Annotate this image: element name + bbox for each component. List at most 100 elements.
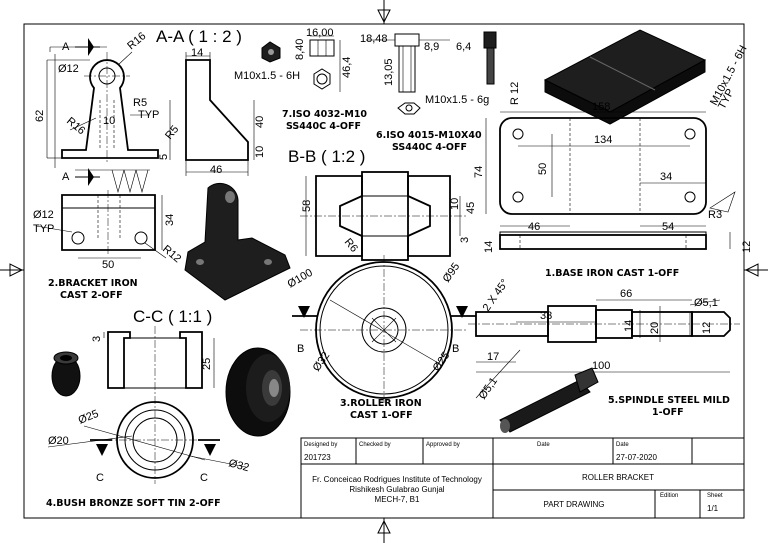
base-dim-14: 14 <box>483 241 495 253</box>
base-dim-12: 12 <box>741 241 753 253</box>
bush-dim-flange-dia: Ø25 <box>77 408 101 427</box>
bracket-dim-r16-left: R16 <box>64 115 87 137</box>
section-a-dim-top: 14 <box>191 47 203 59</box>
bush-cut-label-right: C <box>200 472 208 484</box>
bracket-section-aa <box>169 52 255 176</box>
bolt-dim-head-height: 8,9 <box>424 41 439 53</box>
base-top-view <box>485 111 707 215</box>
base-dim-hole-pitch-x: 134 <box>594 134 612 146</box>
roller-section-bb <box>300 171 466 261</box>
spindle-dim-100: 100 <box>592 360 610 372</box>
roller-part-label-1: 3.ROLLER IRON <box>340 398 422 409</box>
roller-cut-label-right: B <box>452 343 459 355</box>
bracket-top-dim-r12: R12 <box>160 243 183 265</box>
bracket-part-label-1: 2.BRACKET IRON <box>48 278 138 289</box>
tb-institute-line3: MECH-7, B1 <box>375 495 420 504</box>
bush-dim-flange: 3 <box>91 336 103 342</box>
nut-dim-thread: M10x1.5 - 6H <box>234 70 300 82</box>
tb-subtitle: PART DRAWING <box>543 500 604 509</box>
roller-dim-width: 58 <box>301 200 313 212</box>
bush-dim-length: 25 <box>201 358 213 370</box>
bolt-part-label-2: SS440C 4-OFF <box>392 142 467 153</box>
section-b-title: B-B ( 1:2 ) <box>288 147 365 166</box>
roller-dim-r6: R6 <box>342 236 360 254</box>
spindle-dim-chamfer: 2 X 45° <box>481 277 512 314</box>
roller-cut-label-left: B <box>297 343 304 355</box>
bolt-views <box>366 31 497 115</box>
spindle-dim-hole-top: Ø5,1 <box>694 297 718 309</box>
bracket-top-dim-depth: 34 <box>164 214 176 226</box>
bolt-dim-length: 13,05 <box>383 58 395 86</box>
bracket-dim-r16-top: R16 <box>125 30 148 52</box>
nut-dim-width: 16,00 <box>306 27 334 39</box>
tb-designed-by: 201723 <box>304 453 331 462</box>
base-dim-offset: 34 <box>660 171 672 183</box>
bolt-part-label-1: 6.ISO 4015-M10X40 <box>376 130 482 141</box>
spindle-dim-66: 66 <box>620 288 632 300</box>
bush-dim-bore-dia: Ø20 <box>48 435 69 447</box>
section-a-dim-rib: 40 <box>254 116 266 128</box>
section-a-dim-width: 46 <box>210 164 222 176</box>
bolt-dim-thread: M10x1.5 - 6g <box>425 94 489 106</box>
roller-front-view <box>292 255 476 405</box>
tb-institute-line2: Rishikesh Gulabrao Gunjal <box>349 485 444 494</box>
bracket-front-view <box>46 38 159 194</box>
tb-date-label: Date <box>537 442 550 448</box>
nut-part-label-1: 7.ISO 4032-M10 <box>282 109 367 120</box>
spindle-dim-33: 33 <box>540 310 552 322</box>
bracket-top-dim-hole: Ø12 <box>33 209 54 221</box>
base-dim-slot: 46 <box>528 221 540 233</box>
spindle-part-label-2: 1-OFF <box>652 407 684 418</box>
bush-3d-render <box>51 351 81 397</box>
roller-part-label-2: CAST 1-OFF <box>350 410 413 421</box>
base-3d-render <box>543 29 707 125</box>
bracket-dim-web: 10 <box>103 115 115 127</box>
bracket-dim-typ: TYP <box>138 109 159 121</box>
bolt-dim-head-width: 18,48 <box>360 33 388 45</box>
roller-dim-bore-inner: Ø25 <box>431 350 453 374</box>
spindle-part-label-1: 5.SPINDLE STEEL MILD <box>608 395 730 406</box>
bracket-top-view <box>35 190 167 259</box>
tb-date2-label: Date <box>616 442 629 448</box>
tb-institute-line1: Fr. Conceicao Rodrigues Institute of Tec… <box>312 475 482 484</box>
roller-3d-render <box>225 347 291 437</box>
bracket-dim-r5: R5 <box>133 97 147 109</box>
spindle-front-view <box>468 299 740 399</box>
tb-checked-by-label: Checked by <box>359 442 391 448</box>
bracket-cut-label-a-bottom: A <box>62 171 70 183</box>
nut-dim-thickness: 8,40 <box>294 39 306 60</box>
bracket-top-dim-typ: TYP <box>33 223 54 235</box>
base-dim-r3: R3 <box>708 209 722 221</box>
spindle-dim-12: 12 <box>701 322 713 334</box>
bush-part-label: 4.BUSH BRONZE SOFT TIN 2-OFF <box>46 498 221 509</box>
nut-part-label-2: SS440C 4-OFF <box>286 121 361 132</box>
base-part-label: 1.BASE IRON CAST 1-OFF <box>545 268 679 279</box>
section-a-dim-5: 5 <box>158 154 170 160</box>
tb-edition-label: Edition <box>660 493 678 499</box>
bolt-dim-shank: 6,4 <box>456 41 471 53</box>
spindle-3d-render <box>499 367 599 433</box>
base-dim-length: 158 <box>592 101 610 113</box>
spindle-dim-14: 14 <box>623 320 635 332</box>
roller-dim-45: 45 <box>465 202 477 214</box>
bush-front-view <box>47 396 247 484</box>
title-block <box>300 437 745 519</box>
tb-sheet-label: Sheet <box>707 493 723 499</box>
section-a-title: A-A ( 1 : 2 ) <box>156 27 242 46</box>
bracket-top-dim-pitch: 50 <box>102 259 114 271</box>
nut-views <box>261 35 341 92</box>
roller-dim-10: 10 <box>449 198 461 210</box>
section-a-dim-r5: R5 <box>163 123 181 141</box>
roller-dim-groove-dia: Ø95 <box>441 261 463 285</box>
bracket-dim-hole-dia: Ø12 <box>58 63 79 75</box>
bush-dim-outer-dia: Ø32 <box>227 457 250 474</box>
tb-approved-by-label: Approved by <box>426 442 460 448</box>
tb-date: 27-07-2020 <box>616 453 657 462</box>
bracket-part-label-2: CAST 2-OFF <box>60 290 123 301</box>
base-dim-width: 74 <box>473 166 485 178</box>
base-dim-corner-radius: R 12 <box>509 82 521 105</box>
section-c-title: C-C ( 1:1 ) <box>133 307 212 326</box>
tb-designed-by-label: Designed by <box>304 442 337 448</box>
bracket-3d-render <box>184 182 291 301</box>
